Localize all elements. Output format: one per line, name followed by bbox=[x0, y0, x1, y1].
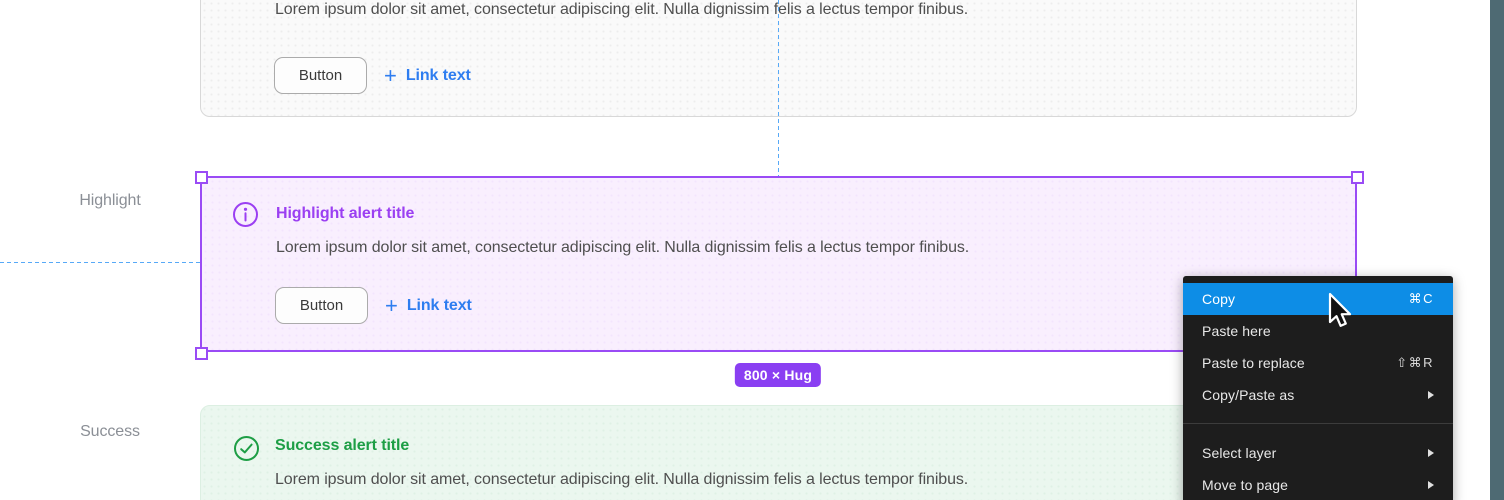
info-icon bbox=[233, 202, 258, 227]
alert-body-text: Lorem ipsum dolor sit amet, consectetur … bbox=[275, 471, 969, 488]
context-menu: Copy ⌘C Paste here Paste to replace ⇧⌘R … bbox=[1183, 276, 1453, 500]
selection-handle-top-left[interactable] bbox=[195, 171, 208, 184]
menu-item-move-to-page[interactable]: Move to page bbox=[1183, 469, 1453, 500]
menu-shortcut: ⌘C bbox=[1408, 291, 1434, 306]
selection-handle-top-right[interactable] bbox=[1351, 171, 1364, 184]
plus-icon: + bbox=[384, 62, 397, 88]
alert-button-label: Button bbox=[299, 297, 344, 314]
alert-title: Success alert title bbox=[275, 437, 410, 454]
alert-title: Highlight alert title bbox=[276, 205, 415, 222]
menu-item-label: Paste to replace bbox=[1202, 355, 1305, 371]
menu-item-paste-to-replace[interactable]: Paste to replace ⇧⌘R bbox=[1183, 347, 1453, 379]
menu-item-label: Move to page bbox=[1202, 477, 1289, 493]
menu-item-select-layer[interactable]: Select layer bbox=[1183, 437, 1453, 469]
vertical-guide-line bbox=[778, 0, 779, 176]
menu-item-label: Copy/Paste as bbox=[1202, 387, 1295, 403]
alert-button-label: Button bbox=[298, 67, 343, 84]
alert-card-success[interactable]: Success alert title Lorem ipsum dolor si… bbox=[200, 405, 1357, 500]
alert-card-highlight[interactable]: Highlight alert title Lorem ipsum dolor … bbox=[200, 176, 1357, 352]
check-circle-icon bbox=[234, 436, 259, 461]
alert-link[interactable]: + Link text bbox=[384, 57, 471, 94]
alert-button[interactable]: Button bbox=[274, 57, 367, 94]
menu-shortcut: ⇧⌘R bbox=[1396, 355, 1434, 370]
selection-handle-bottom-left[interactable] bbox=[195, 347, 208, 360]
size-badge: 800 × Hug bbox=[734, 363, 822, 387]
section-label-highlight: Highlight bbox=[79, 192, 141, 209]
menu-item-paste-here[interactable]: Paste here bbox=[1183, 315, 1453, 347]
section-label-success: Success bbox=[80, 423, 140, 440]
horizontal-guide-line bbox=[0, 262, 200, 263]
menu-item-label: Paste here bbox=[1202, 323, 1271, 339]
side-panel-strip bbox=[1490, 0, 1504, 500]
submenu-arrow-icon bbox=[1428, 449, 1434, 457]
menu-item-label: Copy bbox=[1202, 291, 1236, 307]
plus-icon: + bbox=[385, 292, 398, 318]
alert-button[interactable]: Button bbox=[275, 287, 368, 324]
menu-item-copy-paste-as[interactable]: Copy/Paste as bbox=[1183, 379, 1453, 411]
alert-body-text: Lorem ipsum dolor sit amet, consectetur … bbox=[276, 239, 970, 256]
submenu-arrow-icon bbox=[1428, 391, 1434, 399]
menu-separator bbox=[1183, 423, 1453, 424]
submenu-arrow-icon bbox=[1428, 481, 1434, 489]
alert-link-label: Link text bbox=[406, 296, 472, 314]
alert-link-label: Link text bbox=[405, 66, 471, 84]
alert-body-text: Lorem ipsum dolor sit amet, consectetur … bbox=[275, 1, 969, 18]
menu-item-copy[interactable]: Copy ⌘C bbox=[1183, 283, 1453, 315]
menu-item-label: Select layer bbox=[1202, 445, 1277, 461]
alert-link[interactable]: + Link text bbox=[385, 287, 472, 324]
